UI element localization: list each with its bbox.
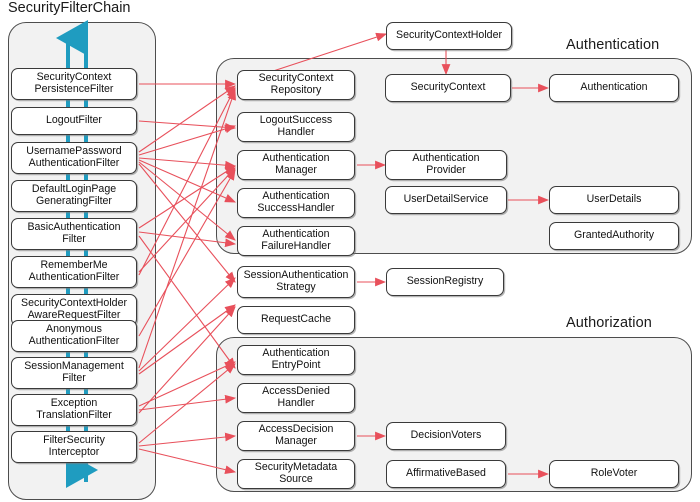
filter-node[interactable]: RememberMe AuthenticationFilter <box>11 256 137 288</box>
filter-node[interactable]: LogoutFilter <box>11 107 137 135</box>
auth-node-label: UserDetails <box>586 193 642 206</box>
filter-node-label: SessionManagement Filter <box>24 360 124 384</box>
auth-node[interactable]: SecurityContext Repository <box>237 70 355 100</box>
filter-node-label: SecurityContext PersistenceFilter <box>34 71 114 95</box>
auth-node-label: Authentication Manager <box>262 152 330 176</box>
auth-node[interactable]: Authentication Provider <box>385 150 507 180</box>
auth-node-label: Authentication FailureHandler <box>261 228 331 252</box>
auth-node-label: Authentication Provider <box>412 152 480 176</box>
authz-node[interactable]: SecurityMetadata Source <box>237 459 355 489</box>
filter-node-label: DefaultLoginPage GeneratingFilter <box>31 183 117 207</box>
authz-node-label: RoleVoter <box>590 467 638 480</box>
auth-node-label: Authentication <box>580 81 648 94</box>
request-cache-node[interactable]: RequestCache <box>237 306 355 334</box>
filter-node[interactable]: UsernamePassword AuthenticationFilter <box>11 142 137 174</box>
auth-node-label: UserDetailService <box>403 193 489 206</box>
authz-node[interactable]: AccessDecision Manager <box>237 421 355 451</box>
auth-node[interactable]: SecurityContext <box>385 74 511 102</box>
node-label: SecurityContextHolder <box>396 29 502 42</box>
filter-node[interactable]: BasicAuthentication Filter <box>11 218 137 250</box>
filter-node[interactable]: Anonymous AuthenticationFilter <box>11 320 137 352</box>
auth-node[interactable]: UserDetails <box>549 186 679 214</box>
filter-node[interactable]: FilterSecurity Interceptor <box>11 431 137 463</box>
authentication-group-title: Authentication <box>566 37 660 53</box>
filter-node[interactable]: Exception TranslationFilter <box>11 394 137 426</box>
node-label: RequestCache <box>260 313 332 326</box>
filter-node-label: Exception TranslationFilter <box>36 397 112 421</box>
auth-node[interactable]: LogoutSuccess Handler <box>237 112 355 142</box>
page-title: SecurityFilterChain <box>8 0 131 16</box>
node-label: SessionAuthentication Strategy <box>243 269 349 293</box>
auth-node[interactable]: Authentication SuccessHandler <box>237 188 355 218</box>
filter-node-label: Anonymous AuthenticationFilter <box>28 323 120 347</box>
auth-node[interactable]: GrantedAuthority <box>549 222 679 250</box>
filter-node[interactable]: DefaultLoginPage GeneratingFilter <box>11 180 137 212</box>
filter-node-label: UsernamePassword AuthenticationFilter <box>26 145 122 169</box>
authz-node-label: AccessDecision Manager <box>258 423 334 447</box>
authz-node[interactable]: DecisionVoters <box>386 422 506 450</box>
authz-node[interactable]: AffirmativeBased <box>386 460 506 488</box>
session-registry-node[interactable]: SessionRegistry <box>386 268 504 296</box>
auth-node-label: GrantedAuthority <box>573 229 655 242</box>
node-label: SessionRegistry <box>406 275 484 288</box>
filter-node-label: FilterSecurity Interceptor <box>43 434 105 458</box>
authz-node-label: AccessDenied Handler <box>262 385 330 409</box>
auth-node[interactable]: UserDetailService <box>385 186 507 214</box>
auth-node-label: SecurityContext Repository <box>258 72 334 96</box>
auth-node-label: SecurityContext <box>410 81 486 94</box>
auth-node-label: LogoutSuccess Handler <box>259 114 333 138</box>
session-authentication-strategy-node[interactable]: SessionAuthentication Strategy <box>237 266 355 298</box>
auth-node[interactable]: Authentication FailureHandler <box>237 226 355 256</box>
authz-node[interactable]: Authentication EntryPoint <box>237 345 355 375</box>
auth-node[interactable]: Authentication Manager <box>237 150 355 180</box>
authz-node-label: AffirmativeBased <box>406 467 486 480</box>
authorization-group-title: Authorization <box>566 315 652 331</box>
authz-node-label: DecisionVoters <box>410 429 482 442</box>
authz-node-label: Authentication EntryPoint <box>262 347 330 371</box>
auth-node-label: Authentication SuccessHandler <box>257 190 335 214</box>
filter-node[interactable]: SecurityContext PersistenceFilter <box>11 68 137 100</box>
authz-node-label: SecurityMetadata Source <box>254 461 338 485</box>
authz-node[interactable]: AccessDenied Handler <box>237 383 355 413</box>
filter-node-label: BasicAuthentication Filter <box>27 221 121 245</box>
auth-node[interactable]: Authentication <box>549 74 679 102</box>
filter-node-label: LogoutFilter <box>46 114 102 127</box>
security-context-holder-node[interactable]: SecurityContextHolder <box>386 22 512 50</box>
filter-node-label: RememberMe AuthenticationFilter <box>28 259 120 283</box>
filter-node-label: SecurityContextHolder AwareRequestFilter <box>21 297 127 321</box>
authz-node[interactable]: RoleVoter <box>549 460 679 488</box>
filter-node[interactable]: SessionManagement Filter <box>11 357 137 389</box>
